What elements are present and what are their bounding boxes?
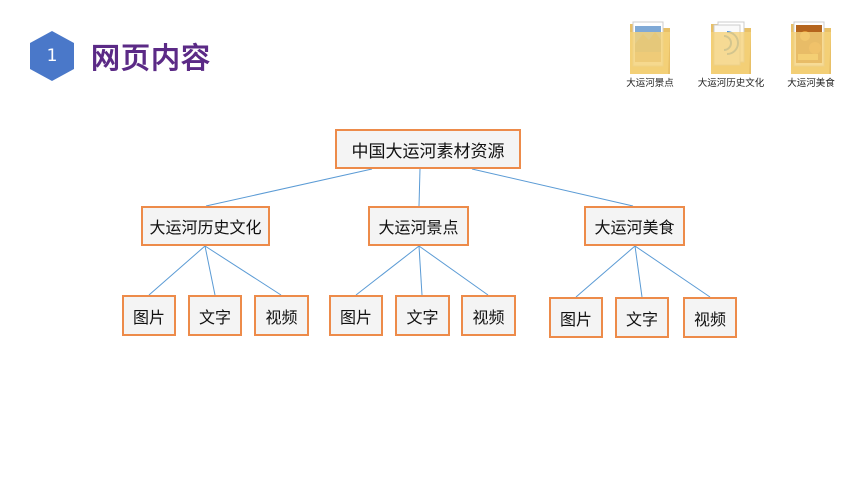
leaf-node-image: 图片 (549, 297, 603, 338)
connector-line (418, 168, 421, 207)
leaf-node-text: 文字 (395, 295, 450, 336)
root-node: 中国大运河素材资源 (335, 129, 521, 169)
branch-node-history-culture: 大运河历史文化 (141, 206, 270, 246)
section-number-badge (30, 31, 74, 81)
folder-scenic-spots[interactable]: 大运河景点 (615, 18, 685, 90)
connector-line (205, 168, 373, 207)
page-title: 网页内容 (91, 41, 212, 75)
folder-history-culture[interactable]: 大运河历史文化 (696, 18, 766, 90)
folder-image-icon (630, 21, 670, 74)
connector-line (575, 245, 636, 298)
folder-label: 大运河景点 (626, 78, 674, 89)
connector-line (204, 245, 216, 296)
folder-label: 大运河历史文化 (697, 78, 765, 89)
folder-food[interactable]: 大运河美食 (776, 18, 846, 90)
leaf-node-text: 文字 (188, 295, 242, 336)
connector-line (418, 245, 489, 296)
branch-node-scenic-spots: 大运河景点 (368, 206, 469, 246)
connector-line (634, 245, 711, 298)
leaf-node-video: 视频 (461, 295, 516, 336)
leaf-node-text: 文字 (615, 297, 669, 338)
section-number: 1 (46, 46, 58, 66)
connector-line (471, 168, 634, 207)
folder-image-icon (791, 21, 831, 74)
branch-node-food: 大运河美食 (584, 206, 685, 246)
connector-line (418, 245, 423, 296)
leaf-node-image: 图片 (122, 295, 176, 336)
connector-line (355, 245, 420, 296)
connector-line (204, 245, 282, 296)
folder-label: 大运河美食 (787, 78, 835, 89)
connector-line (634, 245, 643, 298)
leaf-node-image: 图片 (329, 295, 383, 336)
leaf-node-video: 视频 (254, 295, 309, 336)
leaf-node-video: 视频 (683, 297, 737, 338)
connector-line (148, 245, 206, 296)
folder-document-icon (711, 21, 751, 74)
